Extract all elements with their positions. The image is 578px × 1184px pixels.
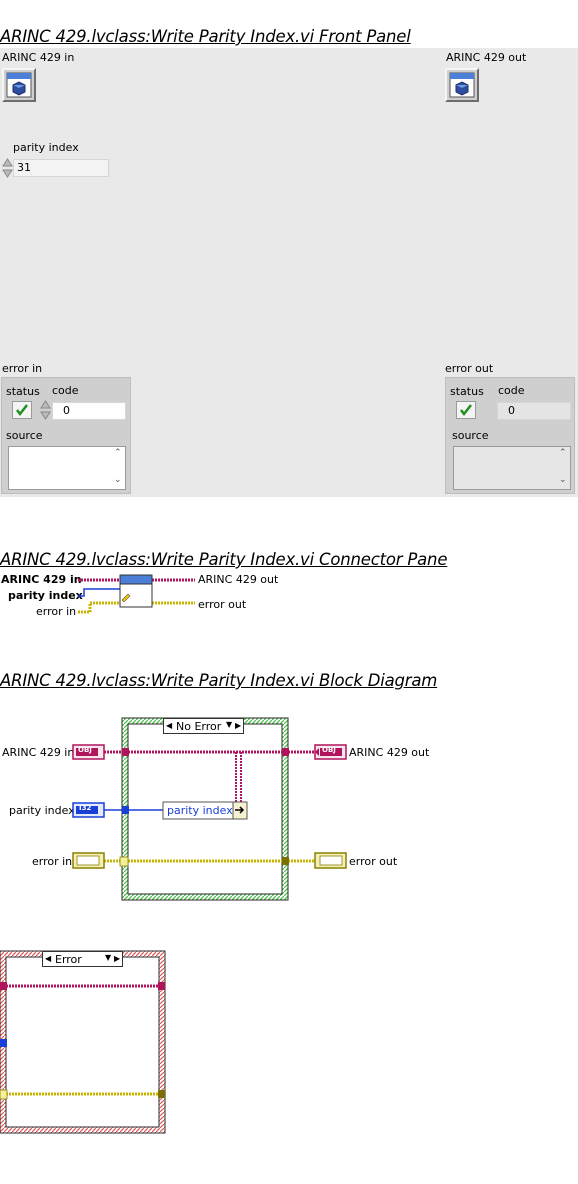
- scrollbar[interactable]: ⌃ ⌄: [557, 447, 570, 489]
- code-label: code: [498, 384, 525, 397]
- scroll-up-icon[interactable]: ⌃: [559, 448, 567, 458]
- bd-error-in-label: error in: [32, 855, 73, 868]
- code-label: code: [52, 384, 79, 397]
- code-input[interactable]: 0: [52, 402, 126, 420]
- scroll-down-icon[interactable]: ⌄: [559, 475, 567, 485]
- property-node[interactable]: parity index: [167, 804, 233, 817]
- bd-error-out-label: error out: [349, 855, 398, 868]
- cp-parity-index-label: parity index: [8, 589, 83, 602]
- scroll-down-icon[interactable]: ⌄: [114, 475, 122, 485]
- case-selector-label: No Error: [176, 720, 222, 733]
- dropdown-icon[interactable]: ▼: [105, 953, 112, 962]
- front-panel: ARINC 429 in ARINC 429 out parity index …: [0, 48, 578, 497]
- code-indicator: 0: [497, 402, 571, 420]
- arinc-in-label: ARINC 429 in: [2, 51, 75, 64]
- source-label: source: [452, 429, 489, 442]
- checkmark-icon: [460, 404, 472, 417]
- decrement-arrow-icon[interactable]: ◀: [166, 721, 173, 730]
- scroll-up-icon[interactable]: ⌃: [114, 448, 122, 458]
- class-cube-icon: [6, 72, 32, 98]
- error-in-label: error in: [2, 362, 43, 375]
- arinc-in-terminal[interactable]: OBJ: [78, 746, 92, 754]
- connector-wires: [78, 574, 195, 614]
- error-out-cluster: status code 0 source ⌃ ⌄: [445, 377, 575, 494]
- parity-index-terminal[interactable]: I32: [79, 804, 92, 812]
- arinc-out-indicator: [445, 68, 479, 102]
- checkmark-icon: [16, 404, 28, 417]
- status-label: status: [6, 385, 40, 398]
- increment-decrement-icon[interactable]: [2, 157, 13, 179]
- source-label: source: [6, 429, 43, 442]
- arinc-in-control[interactable]: [2, 68, 36, 102]
- status-label: status: [450, 385, 484, 398]
- connector-pane: ARINC 429 in parity index error in ARINC…: [0, 572, 300, 622]
- case-selector-no-error[interactable]: ◀ No Error ▼ ▶: [163, 718, 244, 734]
- parity-index-label: parity index: [13, 141, 79, 154]
- cp-error-out-label: error out: [198, 598, 247, 611]
- source-indicator: ⌃ ⌄: [453, 446, 571, 490]
- bd-arinc-in-label: ARINC 429 in: [2, 746, 75, 759]
- bd-parity-index-label: parity index: [9, 804, 75, 817]
- scrollbar[interactable]: ⌃ ⌄: [112, 447, 125, 489]
- error-out-label: error out: [445, 362, 494, 375]
- case-structure-error: [0, 950, 166, 1134]
- parity-index-input[interactable]: 31: [13, 159, 109, 177]
- cp-arinc-out-label: ARINC 429 out: [198, 573, 279, 586]
- block-diagram-title: ARINC 429.lvclass:Write Parity Index.vi …: [0, 671, 438, 690]
- case-selector-label: Error: [55, 953, 82, 966]
- status-checkbox[interactable]: [12, 401, 32, 419]
- error-in-cluster: status code 0 source ⌃ ⌄: [1, 377, 131, 494]
- bd-arinc-out-label: ARINC 429 out: [349, 746, 430, 759]
- cp-error-in-label: error in: [36, 605, 77, 618]
- decrement-arrow-icon[interactable]: ◀: [45, 954, 52, 963]
- arinc-out-label: ARINC 429 out: [446, 51, 527, 64]
- connector-pane-title: ARINC 429.lvclass:Write Parity Index.vi …: [0, 550, 448, 569]
- dropdown-icon[interactable]: ▼: [226, 720, 233, 729]
- increment-decrement-icon[interactable]: [40, 399, 51, 421]
- status-led: [456, 401, 476, 419]
- cp-arinc-in-label: ARINC 429 in: [1, 573, 82, 586]
- source-textbox[interactable]: ⌃ ⌄: [8, 446, 126, 490]
- class-cube-icon: [449, 72, 475, 98]
- increment-arrow-icon[interactable]: ▶: [114, 954, 121, 963]
- case-selector-error[interactable]: ◀ Error ▼ ▶: [42, 951, 123, 967]
- arinc-out-terminal[interactable]: OBJ: [322, 746, 336, 754]
- front-panel-title: ARINC 429.lvclass:Write Parity Index.vi …: [0, 27, 411, 46]
- increment-arrow-icon[interactable]: ▶: [235, 721, 242, 730]
